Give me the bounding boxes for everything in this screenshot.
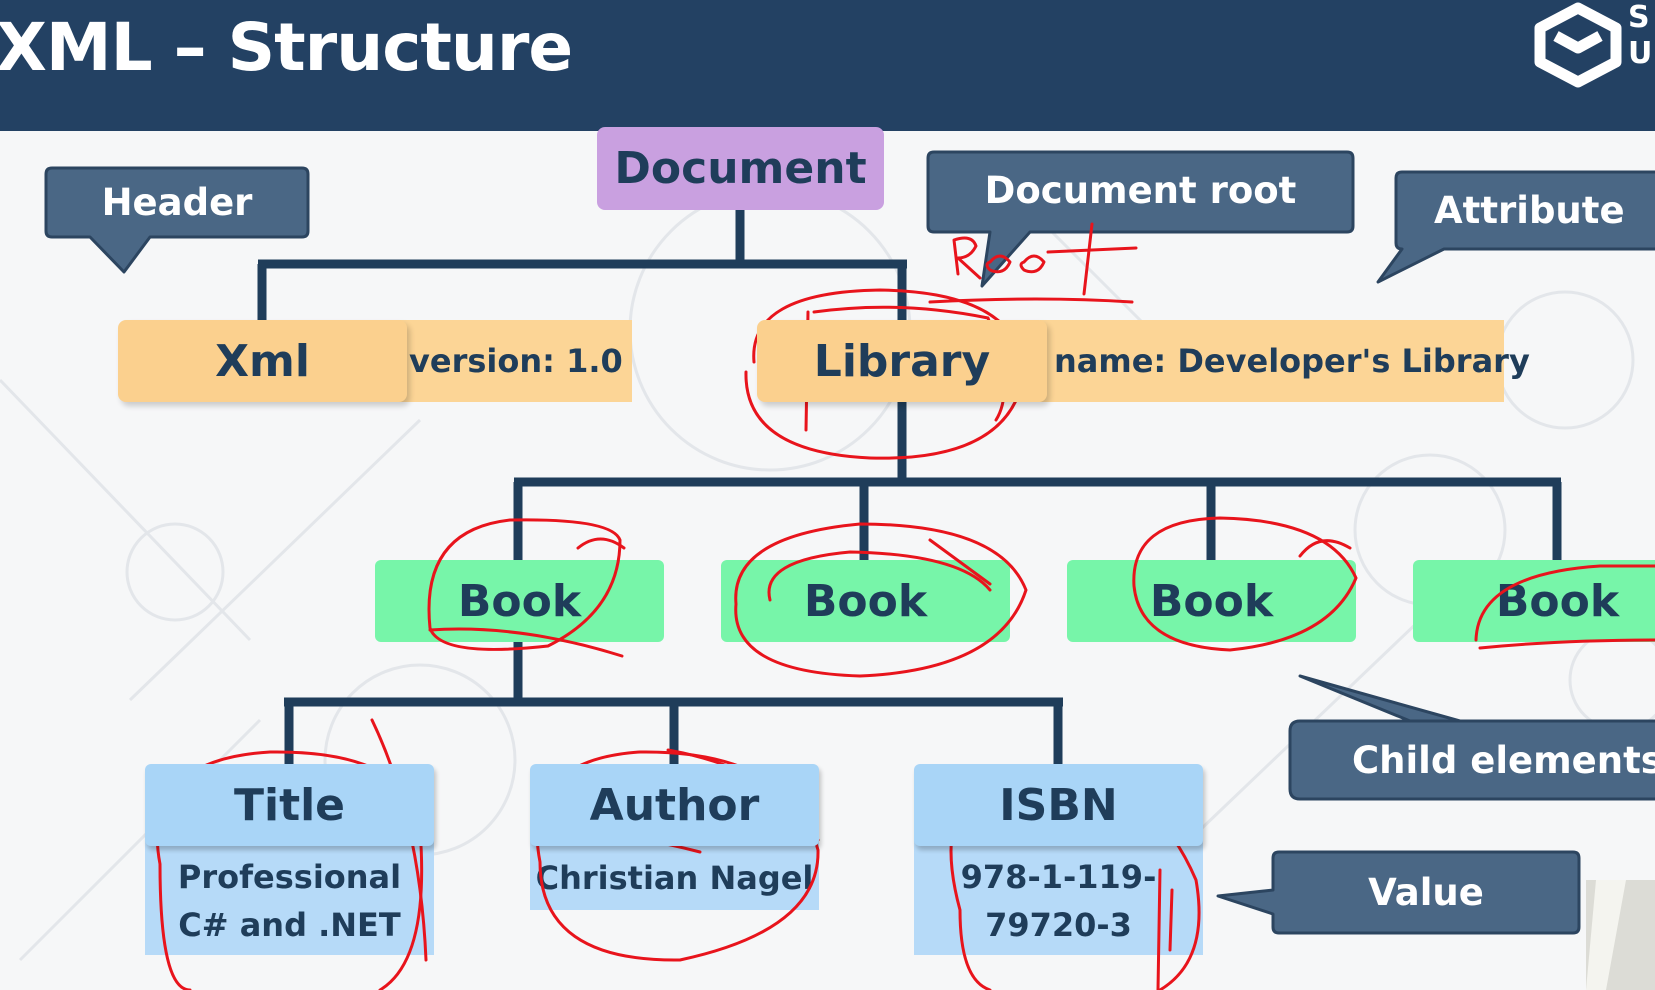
video-thumbnail-icon bbox=[1586, 880, 1655, 990]
library-attribute: name: Developer's Library bbox=[1040, 320, 1530, 402]
value-callout bbox=[1216, 850, 1581, 935]
header-callout bbox=[44, 166, 310, 274]
attribute-callout-label: Attribute bbox=[1434, 189, 1625, 232]
slide-title: XML – Structure bbox=[0, 9, 573, 86]
library-node: Library bbox=[757, 320, 1047, 402]
child-elements-callout bbox=[1288, 674, 1655, 801]
document-node: Document bbox=[597, 127, 884, 210]
document-root-callout-label: Document root bbox=[984, 169, 1297, 212]
value-callout-label: Value bbox=[1368, 871, 1484, 914]
attribute-callout bbox=[1376, 170, 1655, 284]
title-bar: XML – Structure S U bbox=[0, 0, 1655, 131]
child-elements-callout-label: Child elements bbox=[1352, 739, 1655, 782]
xml-node: Xml bbox=[118, 320, 407, 402]
logo-text: S U bbox=[1628, 0, 1653, 71]
xml-attribute: version: 1.0 bbox=[395, 320, 632, 402]
author-node: Author bbox=[530, 764, 819, 846]
isbn-node: ISBN bbox=[914, 764, 1203, 846]
logo-icon bbox=[1534, 2, 1622, 88]
title-node: Title bbox=[145, 764, 434, 846]
header-callout-label: Header bbox=[101, 181, 253, 224]
